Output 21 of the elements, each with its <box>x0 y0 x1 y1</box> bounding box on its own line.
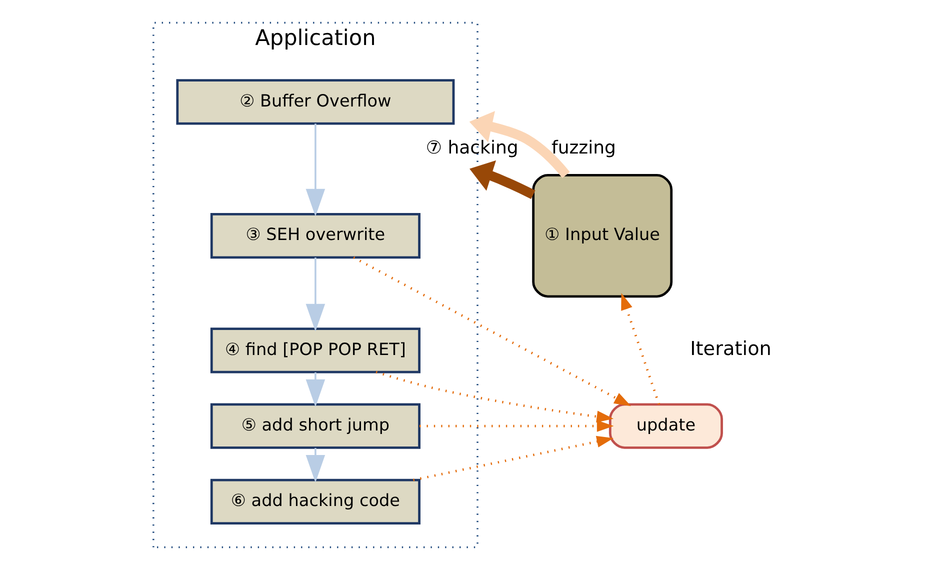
edge-label: ⑦ hacking <box>426 138 518 159</box>
node-box: ① Input Value <box>532 174 673 298</box>
arrow <box>621 293 660 405</box>
node-box: update <box>608 403 723 449</box>
node-box: ② Buffer Overflow <box>176 79 455 125</box>
arrow <box>376 370 614 422</box>
node-box: ⑥ add hacking code <box>210 478 420 524</box>
arrow <box>413 436 614 482</box>
arrow <box>469 111 570 178</box>
arrow <box>353 256 632 406</box>
arrow <box>306 372 326 407</box>
arrow <box>306 258 326 332</box>
label: Iteration <box>690 336 772 360</box>
edge-label: fuzzing <box>551 138 616 159</box>
node-box: ④ find [POP POP RET] <box>210 328 420 374</box>
arrow <box>470 160 536 200</box>
arrow <box>420 420 614 432</box>
arrow <box>306 124 326 216</box>
node-box: ③ SEH overwrite <box>210 212 420 259</box>
node-box: ⑤ add short jump <box>210 403 420 449</box>
arrow <box>306 448 326 483</box>
